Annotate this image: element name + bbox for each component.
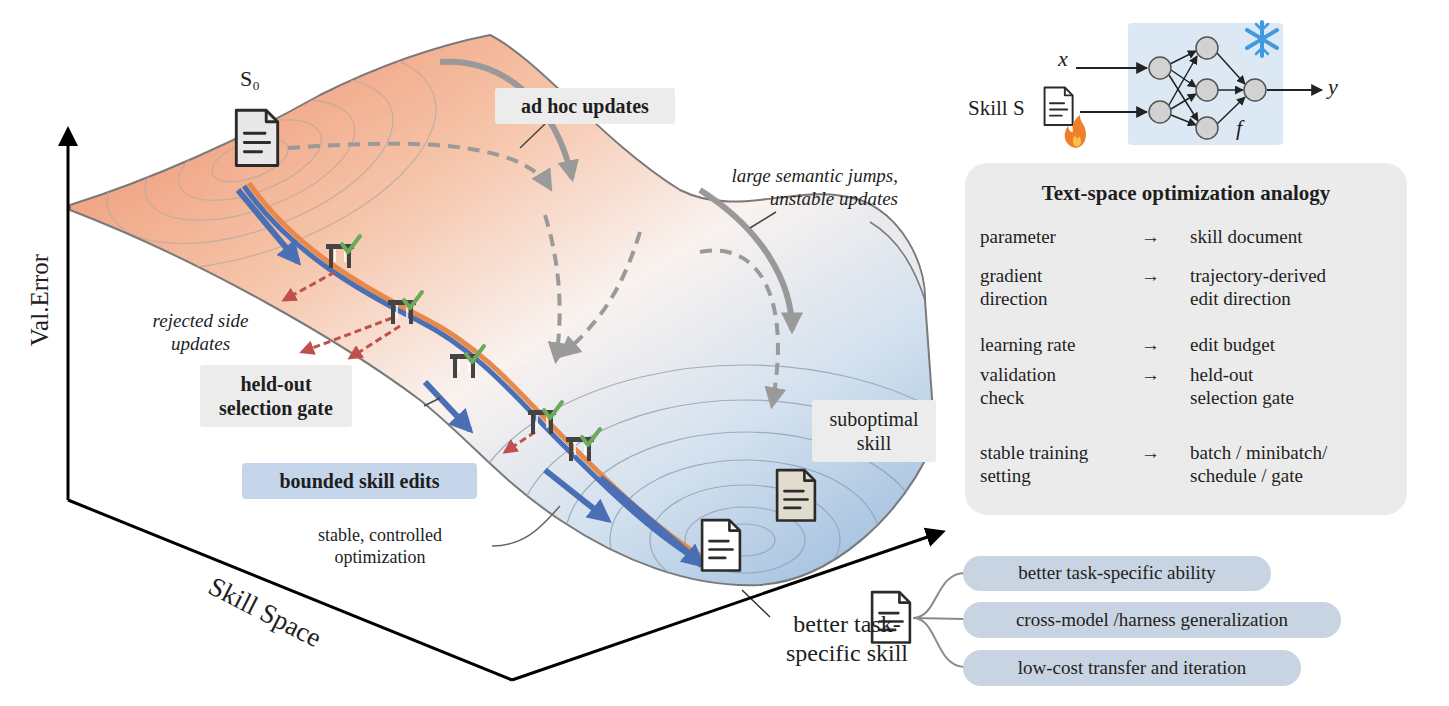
annotation: stable, controlled optimization — [300, 525, 460, 568]
output-symbol: y — [1328, 74, 1338, 100]
table-cell: validation check — [980, 364, 1100, 410]
table-cell: learning rate — [980, 334, 1100, 357]
mapping-arrow: → — [1141, 364, 1171, 387]
table-cell: gradient direction — [980, 265, 1100, 311]
table-cell: skill document — [1190, 226, 1365, 249]
analogy-panel: Text-space optimization analogy parameter… — [965, 163, 1407, 515]
axis-label: Skill Space — [186, 561, 343, 662]
input-label: Skill S — [968, 96, 1025, 121]
input-symbol: x — [1058, 46, 1068, 72]
node-text: ad hoc updates — [521, 94, 649, 118]
result-label: better task-specific skill — [760, 610, 934, 668]
table-cell: batch / minibatch/ schedule / gate — [1190, 442, 1365, 488]
model-box: f — [1128, 23, 1283, 145]
callout-box: bounded skill edits — [242, 463, 477, 499]
annotation: rejected side updates — [133, 310, 268, 356]
callout-box: held-out selection gate — [200, 365, 352, 427]
node-text: better task-specific ability — [1018, 562, 1215, 585]
table-cell: trajectory-derived edit direction — [1190, 265, 1350, 311]
callout-box: ad hoc updates — [495, 88, 675, 124]
mapping-arrow: → — [1141, 334, 1171, 357]
start-label: S₀ — [240, 66, 260, 92]
table-cell: stable training setting — [980, 442, 1100, 488]
mapping-arrow: → — [1141, 265, 1171, 288]
callout-box: suboptimal skill — [812, 400, 936, 462]
annotation: large semantic jumps, unstable updates — [688, 165, 898, 211]
node-text: bounded skill edits — [279, 469, 439, 493]
panel-title: Text-space optimization analogy — [965, 181, 1407, 206]
node-text: low-cost transfer and iteration — [1018, 657, 1246, 680]
benefit-pill: low-cost transfer and iteration — [963, 650, 1301, 686]
mapping-arrow: → — [1141, 226, 1171, 249]
node-text: held-out selection gate — [206, 372, 346, 420]
model-symbol: f — [1236, 115, 1242, 141]
benefit-pill: cross-model /harness generalization — [963, 602, 1341, 638]
table-cell: edit budget — [1190, 334, 1365, 357]
mapping-arrow: → — [1141, 442, 1171, 465]
axis-label: Val.Error — [25, 230, 55, 370]
table-cell: held-out selection gate — [1190, 364, 1315, 410]
benefit-pill: better task-specific ability — [963, 556, 1271, 591]
node-text: cross-model /harness generalization — [1016, 609, 1288, 632]
node-text: suboptimal skill — [817, 407, 932, 455]
table-cell: parameter — [980, 226, 1100, 249]
